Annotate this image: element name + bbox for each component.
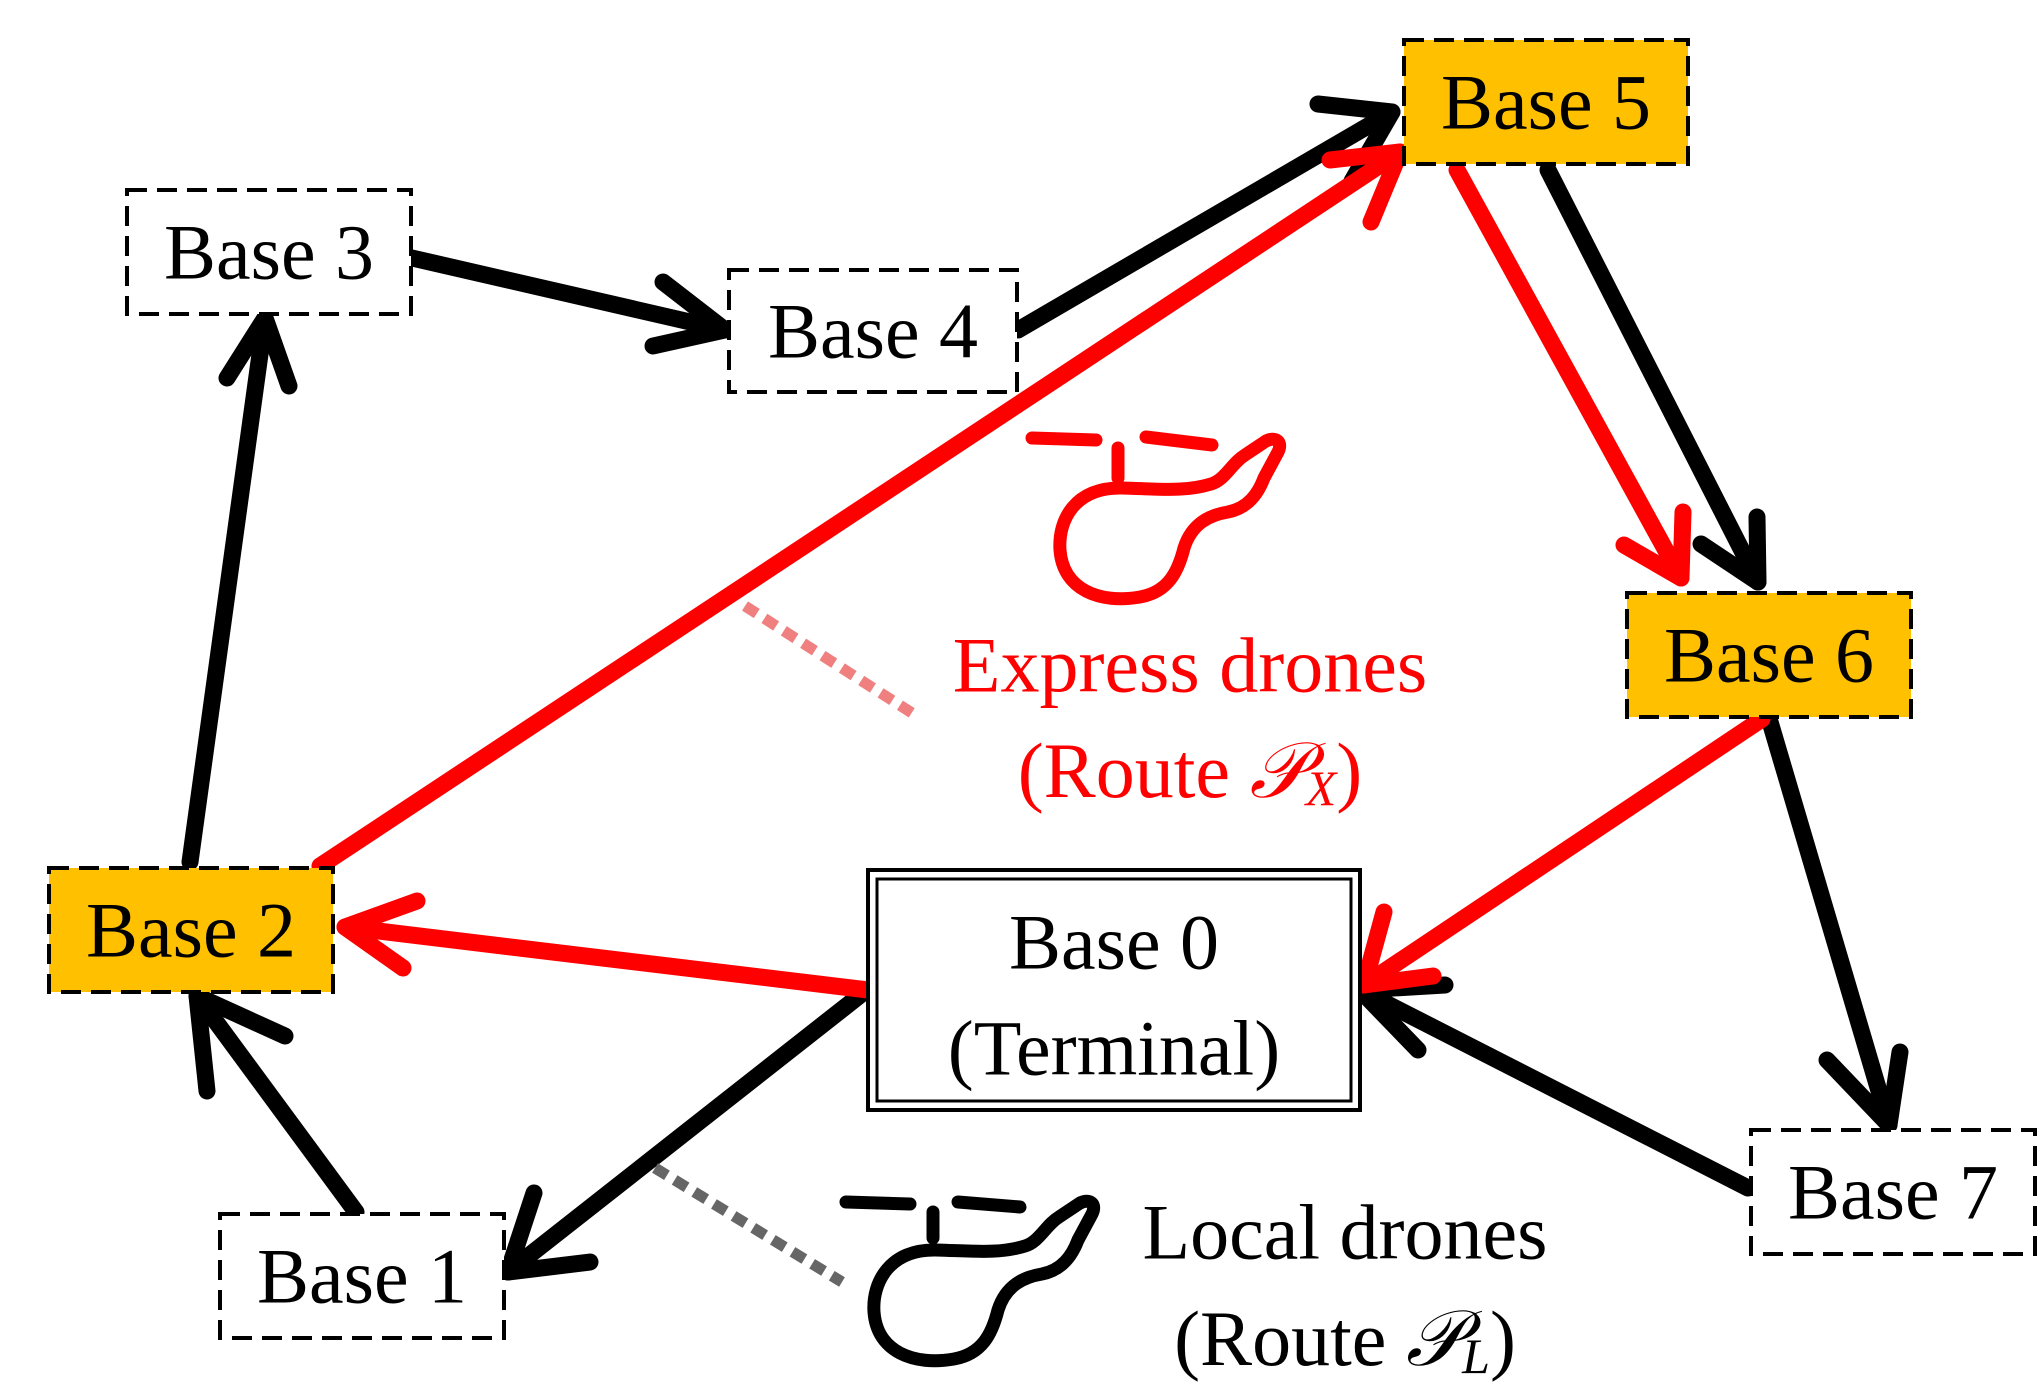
express-edge-base0-base2 xyxy=(336,892,877,999)
local-route-label: (Route 𝒫L) xyxy=(1174,1295,1516,1385)
node-base1-label: Base 1 xyxy=(257,1233,467,1320)
node-base5-label: Base 5 xyxy=(1441,59,1651,146)
node-base0-line2: (Terminal) xyxy=(948,1005,1280,1092)
express-route xyxy=(311,143,1771,999)
local-drone-icon xyxy=(839,1194,1101,1368)
node-base3-label: Base 3 xyxy=(164,209,374,296)
edge-base3-base4 xyxy=(403,249,734,355)
node-base3: Base 3 xyxy=(125,188,413,316)
local-leader-line xyxy=(652,1163,845,1287)
node-base5: Base 5 xyxy=(1402,38,1690,166)
edge-base1-base2 xyxy=(188,987,365,1221)
edge-base6-base7 xyxy=(1759,706,1909,1134)
edge-base4-base5 xyxy=(1009,95,1401,339)
node-base0-line1: Base 0 xyxy=(1009,899,1219,986)
node-base7: Base 7 xyxy=(1749,1128,2037,1256)
node-base6-label: Base 6 xyxy=(1664,612,1874,699)
node-base2-label: Base 2 xyxy=(86,887,296,974)
local-route-subscript: L xyxy=(1461,1328,1490,1384)
express-route-subscript: X xyxy=(1304,760,1339,816)
node-base4: Base 4 xyxy=(727,268,1019,394)
express-route-prefix: (Route xyxy=(1018,727,1250,814)
edge-base2-base3 xyxy=(181,309,298,871)
local-drones-title: Local drones xyxy=(1142,1189,1547,1276)
express-route-label: (Route 𝒫X) xyxy=(1018,727,1363,817)
express-edge-base5-base6 xyxy=(1448,161,1692,587)
node-base6: Base 6 xyxy=(1625,591,1913,719)
local-route xyxy=(181,95,1909,1281)
edge-base0-base1 xyxy=(499,980,877,1281)
express-drone-icon xyxy=(1025,430,1287,606)
edge-base7-base0 xyxy=(1351,976,1757,1197)
node-base4-label: Base 4 xyxy=(768,288,978,375)
express-edge-base2-base5 xyxy=(311,143,1409,875)
node-base0-terminal: Base 0 (Terminal) xyxy=(866,868,1362,1112)
node-base1: Base 1 xyxy=(218,1212,506,1340)
express-drones-title: Express drones xyxy=(953,622,1427,709)
express-edge-base6-base0 xyxy=(1355,710,1771,994)
local-route-suffix: ) xyxy=(1490,1295,1516,1382)
node-base2: Base 2 xyxy=(47,866,335,994)
node-base7-label: Base 7 xyxy=(1788,1149,1998,1236)
edge-base5-base6 xyxy=(1539,161,1767,591)
local-route-prefix: (Route xyxy=(1174,1295,1406,1382)
express-route-suffix: ) xyxy=(1336,727,1362,814)
express-leader-line xyxy=(742,601,915,718)
